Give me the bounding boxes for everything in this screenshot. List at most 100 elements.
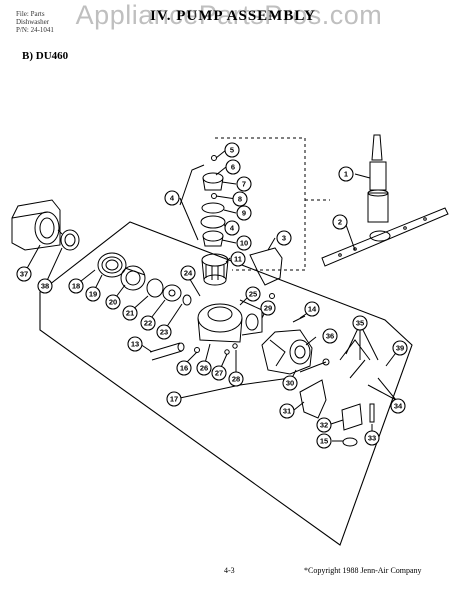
model-label: B) DU460 xyxy=(22,50,69,62)
spray-tower xyxy=(367,134,389,223)
callout-number: 23 xyxy=(160,328,168,337)
leader-line xyxy=(44,247,63,286)
pump-body xyxy=(197,299,263,343)
callout-number: 7 xyxy=(242,180,246,189)
spring-part xyxy=(97,252,127,278)
callout-number: 38 xyxy=(41,282,49,291)
callout-balloon: 14 xyxy=(304,301,320,317)
callout-balloon: 3 xyxy=(276,230,292,246)
leader-line xyxy=(330,419,344,425)
callout-balloon: 38 xyxy=(37,278,53,294)
callout-balloon: 4 xyxy=(164,190,180,206)
callout-number: 24 xyxy=(184,269,193,278)
callout-balloon: 25 xyxy=(245,286,261,302)
stack-parts xyxy=(200,155,226,247)
grommet-part xyxy=(342,437,358,447)
callout-number: 37 xyxy=(20,270,28,279)
callout-balloon: 34 xyxy=(390,398,406,414)
callout-number: 9 xyxy=(242,209,246,218)
leader-line xyxy=(215,149,227,159)
callout-number: 30 xyxy=(286,379,294,388)
bolt-part xyxy=(269,293,275,299)
callout-balloon: 22 xyxy=(140,315,156,331)
callout-balloon: 2 xyxy=(332,214,348,230)
callout-number: 10 xyxy=(240,239,248,248)
leader-line xyxy=(305,336,317,346)
callout-balloon: 32 xyxy=(316,417,332,433)
callout-number: 34 xyxy=(394,402,403,411)
callout-number: 5 xyxy=(230,146,234,155)
callout-balloon: 21 xyxy=(122,305,138,321)
callout-number: 3 xyxy=(282,234,286,243)
callout-balloon: 4 xyxy=(224,220,240,236)
callout-balloon: 5 xyxy=(224,142,240,158)
housing-part xyxy=(120,265,146,291)
callout-balloon: 31 xyxy=(279,403,295,419)
file-info-line: P/N: 24-1041 xyxy=(16,26,54,34)
callout-number: 26 xyxy=(200,364,208,373)
file-info-line: Dishwasher xyxy=(16,18,50,26)
callout-balloon: 15 xyxy=(316,433,332,449)
callout-number: 22 xyxy=(144,319,152,328)
callout-number: 27 xyxy=(215,369,223,378)
callout-balloon: 10 xyxy=(236,235,252,251)
tube-part xyxy=(11,199,61,251)
callout-balloon: 30 xyxy=(282,375,298,391)
callout-balloon: 33 xyxy=(364,430,380,446)
callout-number: 13 xyxy=(131,340,139,349)
callout-balloon: 7 xyxy=(236,176,252,192)
hose-part xyxy=(149,342,185,361)
callout-number: 16 xyxy=(180,364,188,373)
callout-number: 4 xyxy=(170,194,175,203)
callout-number: 35 xyxy=(356,319,364,328)
callout-number: 1 xyxy=(344,170,348,179)
callout-number: 21 xyxy=(126,309,134,318)
callout-balloon: 8 xyxy=(232,191,248,207)
callout-balloon: 17 xyxy=(166,391,182,407)
linkage-part xyxy=(299,339,371,379)
leader-line xyxy=(221,239,237,244)
callout-number: 11 xyxy=(234,255,242,264)
callout-balloon: 13 xyxy=(127,336,143,352)
file-info-line: File: Parts xyxy=(16,10,45,18)
motor-part xyxy=(261,329,313,375)
mount-part xyxy=(341,403,363,431)
bolt-part xyxy=(224,349,230,355)
callout-balloon: 19 xyxy=(85,286,101,302)
callout-number: 31 xyxy=(283,407,291,416)
cover-part xyxy=(249,247,283,286)
callout-balloon: 18 xyxy=(68,278,84,294)
callout-number: 36 xyxy=(326,332,334,341)
leader-line xyxy=(223,209,237,214)
callout-number: 33 xyxy=(368,434,376,443)
watermark: AppliancePartsPros.com xyxy=(75,0,383,30)
page-title: IV. PUMP ASSEMBLY xyxy=(150,8,316,24)
callout-balloon: 23 xyxy=(156,324,172,340)
callout-balloon: 36 xyxy=(322,328,338,344)
callout-number: 19 xyxy=(89,290,97,299)
ring-part xyxy=(146,278,164,298)
leader-line xyxy=(267,237,276,251)
callout-balloon: 39 xyxy=(392,340,408,356)
callout-number: 2 xyxy=(338,218,342,227)
leader-line xyxy=(344,221,356,251)
callout-balloon: 26 xyxy=(196,360,212,376)
pin-part xyxy=(292,315,306,323)
leader-line xyxy=(367,377,397,401)
callout-number: 4 xyxy=(230,224,235,233)
callout-balloon: 6 xyxy=(225,159,241,175)
callout-number: 14 xyxy=(308,305,317,314)
copyright-note: *Copyright 1988 Jenn-Air Company xyxy=(304,566,422,575)
bolt-part xyxy=(194,347,200,353)
page-number: 4-3 xyxy=(224,566,235,575)
callout-number: 32 xyxy=(320,421,328,430)
leader-line xyxy=(179,164,205,206)
nut-part xyxy=(182,294,192,306)
leader-line xyxy=(354,173,371,179)
dashed-leader xyxy=(215,137,306,271)
callout-balloon: 9 xyxy=(236,205,252,221)
callout-balloon: 16 xyxy=(176,360,192,376)
leader-line xyxy=(225,257,231,263)
callout-number: 39 xyxy=(396,344,404,353)
